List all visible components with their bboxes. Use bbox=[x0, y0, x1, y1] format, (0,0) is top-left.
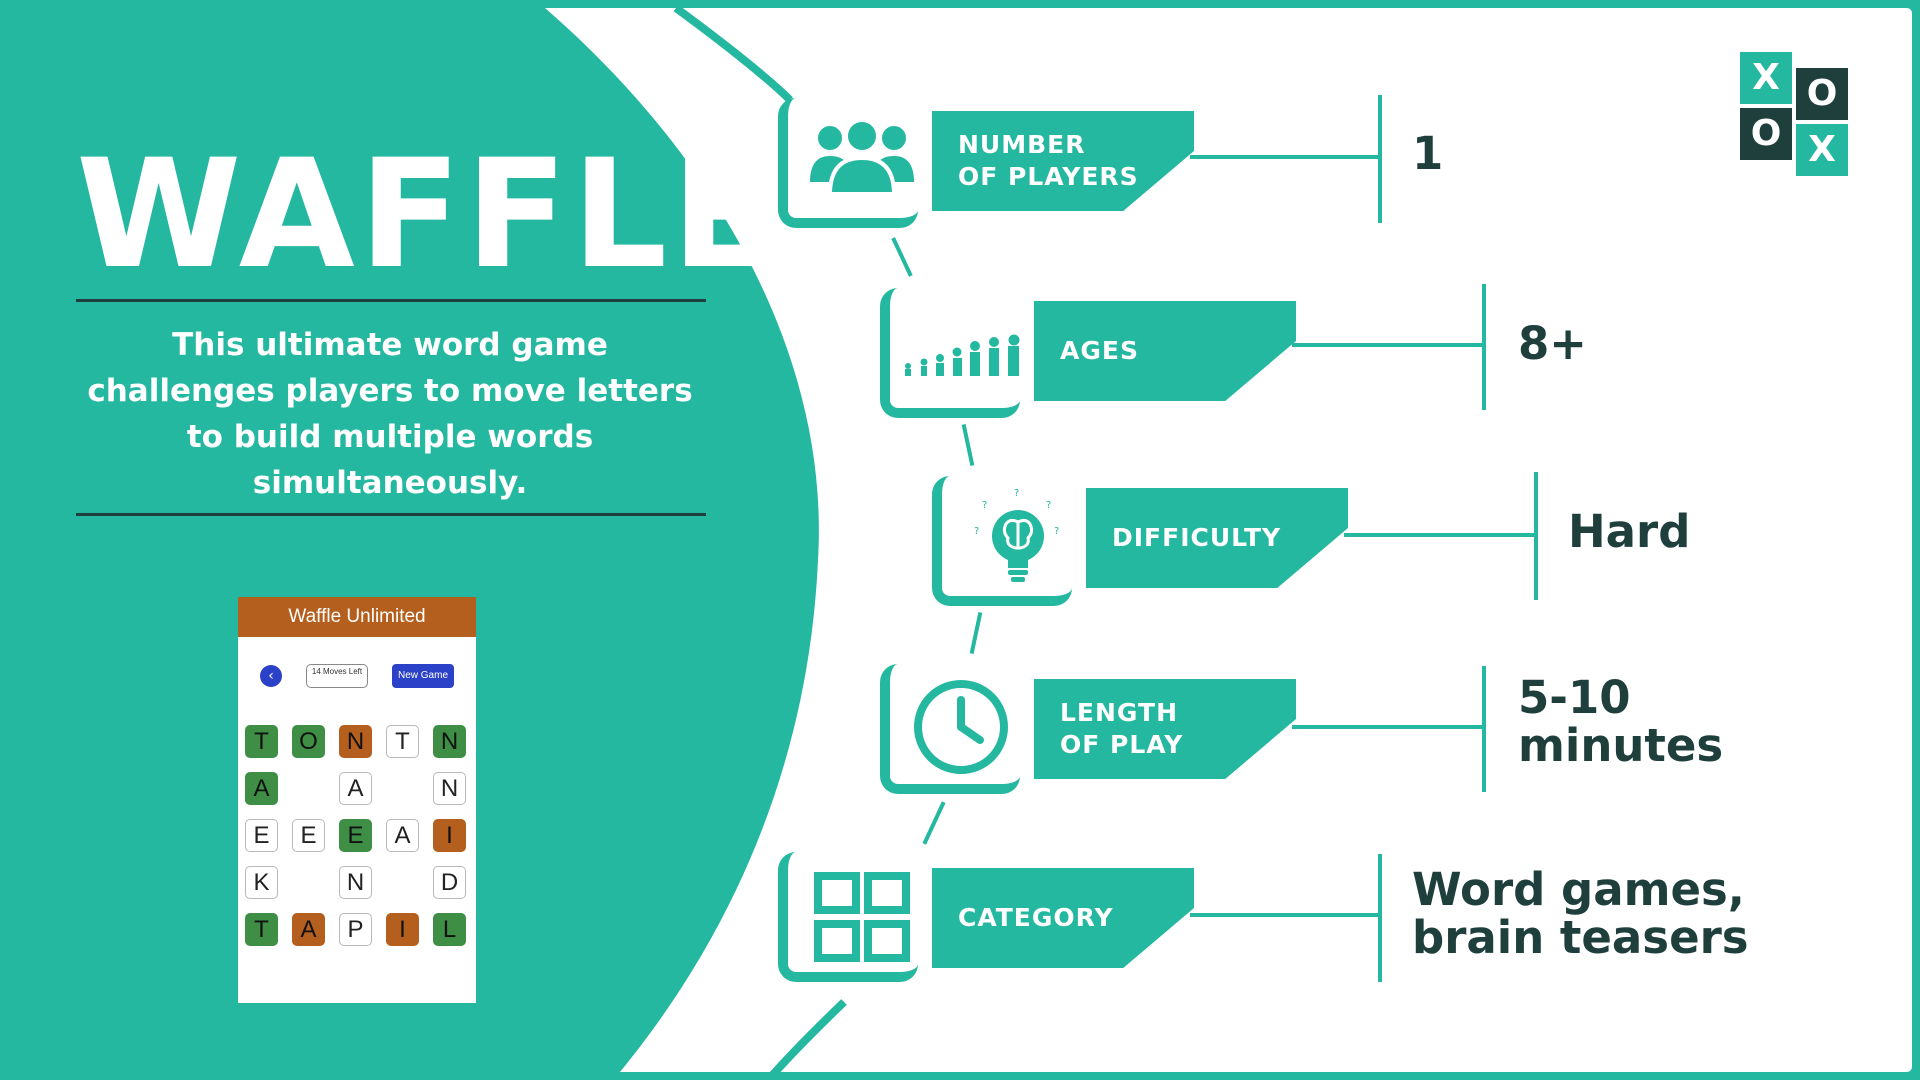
logo-cell: X bbox=[1740, 52, 1792, 104]
letter-tile[interactable]: L bbox=[433, 913, 466, 946]
label-players-text: NUMBER OF PLAYERS bbox=[958, 130, 1139, 191]
brain-lightbulb-icon: ? ? ? ? ? bbox=[974, 488, 1059, 582]
icon-card-length bbox=[880, 664, 1020, 794]
row-separator bbox=[1482, 666, 1486, 792]
letter-tile[interactable]: P bbox=[339, 913, 372, 946]
chevron-left-icon: ‹ bbox=[268, 668, 274, 684]
label-difficulty-text: DIFFICULTY bbox=[1112, 523, 1282, 552]
value-ages: 8+ bbox=[1518, 317, 1588, 370]
value-players: 1 bbox=[1412, 127, 1444, 180]
row-connector bbox=[1190, 913, 1380, 917]
row-separator bbox=[1482, 284, 1486, 410]
letter-tile[interactable]: N bbox=[339, 866, 372, 899]
new-game-button[interactable]: New Game bbox=[392, 664, 454, 688]
game-description: This ultimate word game challenges playe… bbox=[87, 327, 693, 501]
svg-text:?: ? bbox=[982, 500, 987, 511]
letter-tile[interactable]: T bbox=[245, 913, 278, 946]
label-category-text: CATEGORY bbox=[958, 903, 1114, 932]
letter-tile[interactable]: A bbox=[292, 913, 325, 946]
row-connector bbox=[1344, 533, 1536, 537]
clock-icon bbox=[914, 680, 1008, 774]
row-connector bbox=[1292, 725, 1484, 729]
svg-text:?: ? bbox=[1046, 500, 1051, 511]
letter-tile[interactable]: T bbox=[386, 725, 419, 758]
letter-tile[interactable]: E bbox=[339, 819, 372, 852]
row-connector bbox=[1190, 155, 1380, 159]
letter-tile[interactable]: A bbox=[339, 772, 372, 805]
back-button[interactable]: ‹ bbox=[260, 665, 282, 687]
moves-left-counter: 14 Moves Left bbox=[306, 664, 368, 688]
game-title: WAFFLE bbox=[76, 128, 778, 302]
row-connector bbox=[1292, 343, 1484, 347]
letter-tile[interactable]: A bbox=[245, 772, 278, 805]
icon-card-category bbox=[778, 852, 918, 982]
value-category: Word games, brain teasers bbox=[1412, 863, 1749, 964]
svg-text:?: ? bbox=[1054, 526, 1059, 537]
row-separator bbox=[1378, 854, 1382, 982]
label-length-text: LENGTH OF PLAY bbox=[1060, 698, 1184, 759]
game-screenshot: Waffle Unlimited ‹ 14 Moves Left New Gam… bbox=[238, 597, 476, 1003]
icon-card-players bbox=[778, 98, 918, 228]
value-length: 5-10 minutes bbox=[1518, 671, 1724, 772]
letter-tile[interactable]: A bbox=[386, 819, 419, 852]
xo-logo: X O O X bbox=[1740, 52, 1852, 178]
letter-tile[interactable]: O bbox=[292, 725, 325, 758]
letter-tile[interactable]: E bbox=[292, 819, 325, 852]
divider-bottom bbox=[76, 513, 706, 516]
ages-figures-icon bbox=[905, 334, 1020, 376]
logo-cell: O bbox=[1740, 108, 1792, 160]
value-difficulty: Hard bbox=[1568, 505, 1691, 558]
svg-text:?: ? bbox=[974, 526, 979, 537]
icon-card-ages bbox=[880, 288, 1020, 418]
grid-icon bbox=[814, 872, 910, 962]
letter-tile[interactable]: N bbox=[433, 725, 466, 758]
icon-card-difficulty: ? ? ? ? ? bbox=[932, 476, 1072, 606]
letter-tile[interactable]: D bbox=[433, 866, 466, 899]
letter-tile[interactable]: N bbox=[339, 725, 372, 758]
letter-tile[interactable]: E bbox=[245, 819, 278, 852]
screenshot-header: Waffle Unlimited bbox=[238, 597, 476, 637]
label-ages-text: AGES bbox=[1060, 336, 1139, 365]
letter-tile[interactable]: N bbox=[433, 772, 466, 805]
row-separator bbox=[1378, 95, 1382, 223]
divider-top bbox=[76, 299, 706, 302]
svg-text:?: ? bbox=[1014, 488, 1019, 499]
letter-tile[interactable]: I bbox=[433, 819, 466, 852]
row-separator bbox=[1534, 472, 1538, 600]
logo-cell: O bbox=[1796, 68, 1848, 120]
people-icon bbox=[810, 120, 914, 196]
logo-cell: X bbox=[1796, 124, 1848, 176]
letter-tile[interactable]: I bbox=[386, 913, 419, 946]
letter-tile[interactable]: K bbox=[245, 866, 278, 899]
letter-tile[interactable]: T bbox=[245, 725, 278, 758]
